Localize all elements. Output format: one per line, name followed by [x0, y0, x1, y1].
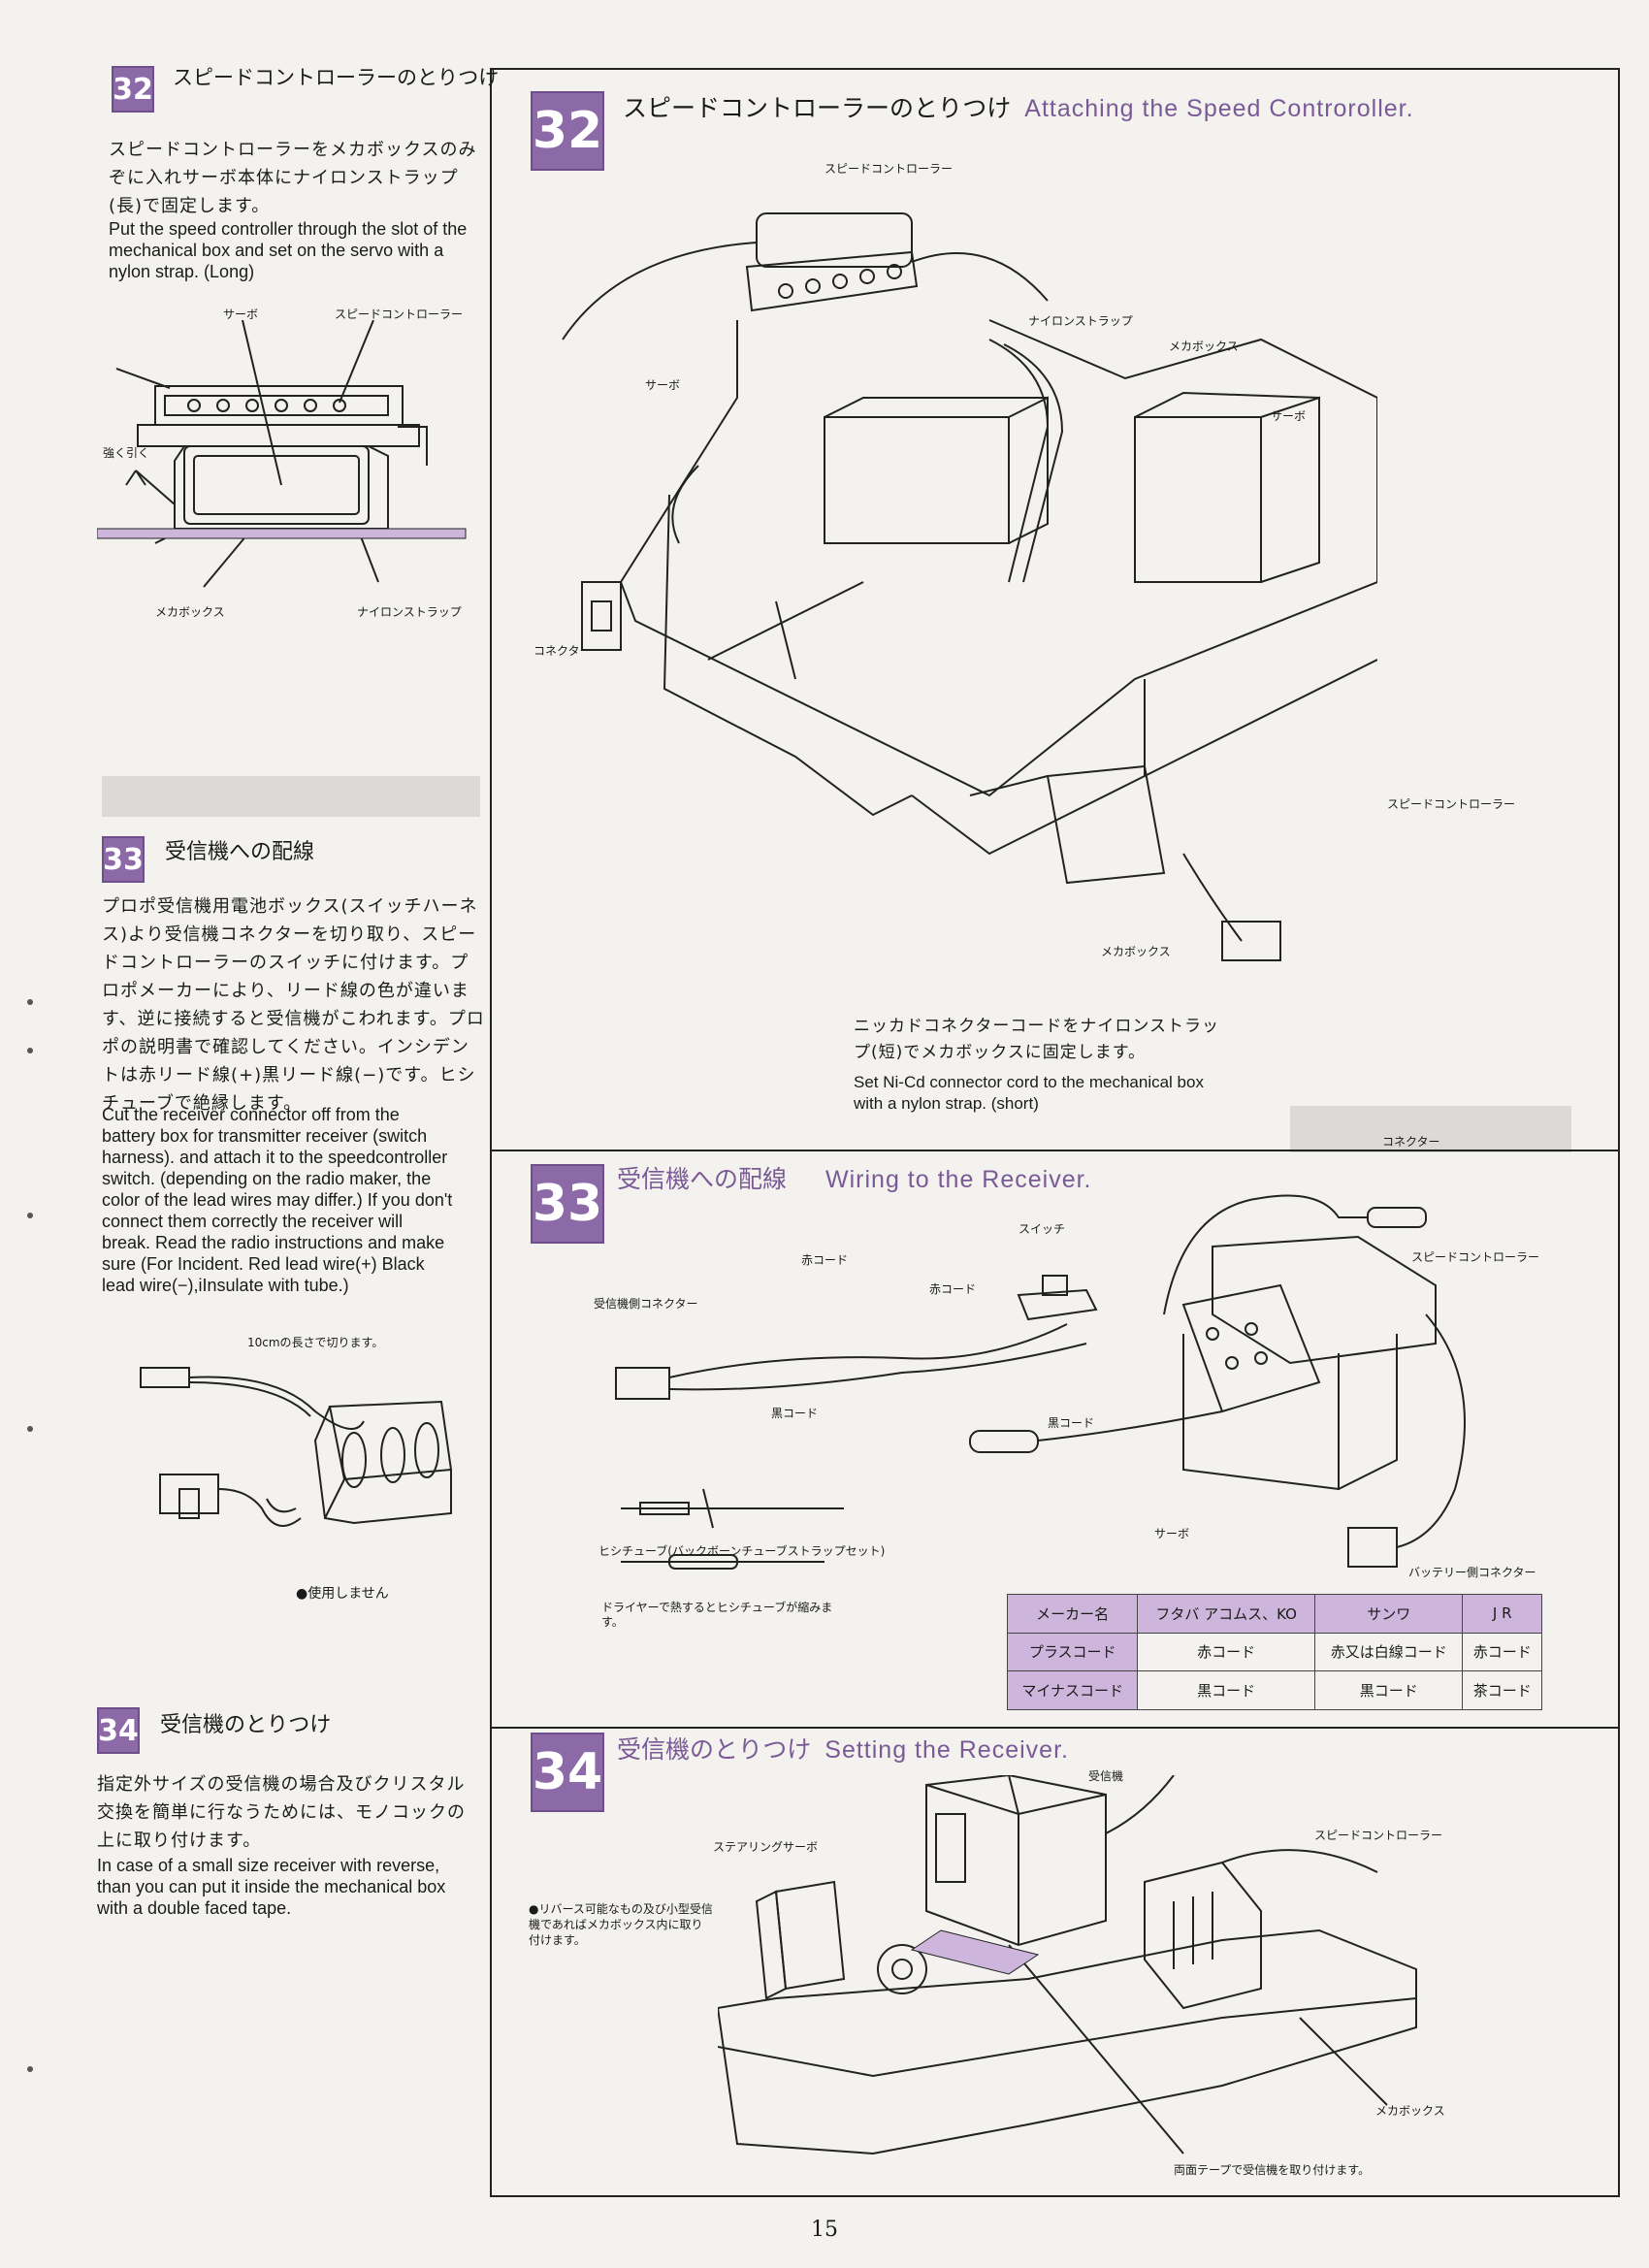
table-cell: 茶コード [1462, 1670, 1542, 1710]
table-header-cell: フタバ アコムス、KO [1137, 1594, 1315, 1634]
bleed-through [102, 776, 480, 817]
step-32-big-title-en: Attaching the Speed Controroller. [1024, 95, 1414, 122]
step-32-note-jp: ニッカドコネクターコードをナイロンストラップ(短)でメカボックスに固定します。 [854, 1017, 1219, 1062]
bleed-through [1290, 1106, 1571, 1152]
step-33-big-title-jp: 受信機への配線 [617, 1165, 788, 1193]
binding-hole [27, 999, 33, 1005]
table-cell: プラスコード [1006, 1632, 1139, 1672]
step-34-title: 受信機のとりつけ [160, 1713, 332, 1737]
table-cell: 黒コード [1313, 1670, 1464, 1710]
step-34-text-en: In case of a small size receiver with re… [97, 1856, 446, 1918]
label-switch: スイッチ [1018, 1222, 1066, 1236]
step-32-note-en: Set Ni-Cd connector cord to the mechanic… [854, 1073, 1204, 1113]
step-33-big-badge: 33 [531, 1164, 604, 1244]
table-cell: 赤コード [1137, 1632, 1315, 1672]
step-32-badge: 32 [112, 66, 154, 113]
binding-hole [27, 2066, 33, 2072]
label-mecha-box: メカボックス [155, 605, 225, 619]
label-red-cord-1: 赤コード [801, 1253, 849, 1267]
label-speed-controller-2: スピードコントローラー [1387, 797, 1516, 811]
table-cell: 黒コード [1137, 1670, 1315, 1710]
table-header-row: メーカー名 フタバ アコムス、KO サンワ J R [1006, 1594, 1542, 1634]
label-speed-controller: スピードコントローラー [1314, 1829, 1443, 1842]
binding-hole [27, 1048, 33, 1053]
step-33-big-title: 受信機への配線 Wiring to the Receiver. [617, 1160, 1092, 1195]
label-connector: コネクター [534, 644, 592, 658]
label-servo-right: サーボ [1271, 409, 1307, 423]
table-row: プラスコード 赤コード 赤又は白線コード 赤コード [1006, 1632, 1542, 1672]
maker-cord-table: メーカー名 フタバ アコムス、KO サンワ J R プラスコード 赤コード 赤又… [1006, 1594, 1542, 1710]
table-cell: マイナスコード [1006, 1670, 1139, 1710]
step-33-badge: 33 [102, 836, 145, 883]
step-32-big-title: スピードコントローラーのとりつけ Attaching the Speed Cont… [623, 89, 1414, 124]
label-reverse-note: ●リバース可能なもの及び小型受信機であればメカボックス内に取り付けます。 [529, 1902, 713, 1947]
section-divider [492, 1727, 1619, 1729]
receiver-mount-illustration [718, 1775, 1474, 2163]
label-not-used: ●使用しません [296, 1586, 389, 1602]
label-red-cord-2: 赤コード [929, 1282, 977, 1296]
step-34-big-title-jp: 受信機のとりつけ [617, 1735, 812, 1764]
step-33-big-title-en: Wiring to the Receiver. [825, 1166, 1092, 1193]
label-mecha-box: メカボックス [1375, 2104, 1445, 2118]
label-black-cord-2: 黒コード [1048, 1416, 1095, 1430]
section-divider [492, 1150, 1619, 1151]
table-header-cell: メーカー名 [1006, 1594, 1139, 1634]
label-battery-connector: バッテリー側コネクター [1408, 1566, 1536, 1579]
label-speed-controller: スピードコントローラー [335, 308, 464, 321]
label-mecha-box-2: メカボックス [1101, 945, 1171, 958]
label-nylon-strap: ナイロンストラップ [357, 605, 462, 619]
page-number: 15 [811, 2218, 838, 2242]
label-cut-10cm: 10cmの長さで切ります。 [247, 1336, 384, 1349]
table-cell: 赤又は白線コード [1313, 1632, 1464, 1672]
label-speed-controller: スピードコントローラー [824, 162, 954, 176]
label-steering-servo: ステアリングサーボ [713, 1840, 819, 1854]
step-33-text-jp: プロポ受信機用電池ボックス(スイッチハーネス)より受信機コネクターを切り取り、ス… [102, 896, 485, 1114]
speed-controller-strap-illustration [97, 320, 485, 611]
step-34-text-jp: 指定外サイズの受信機の場合及びクリスタル交換を簡単に行なうためには、モノコックの… [97, 1774, 466, 1851]
instruction-frame [490, 68, 1620, 2197]
label-speed-controller: スピードコントローラー [1411, 1250, 1540, 1264]
label-double-tape: 両面テープで受信機を取り付けます。 [1174, 2163, 1371, 2177]
step-32-big-badge: 32 [531, 91, 604, 171]
mecha-box-illustration [504, 175, 1377, 970]
table-cell: 赤コード [1462, 1632, 1542, 1672]
step-32-title: スピードコントローラーのとりつけ [173, 66, 500, 89]
step-33-text-en: Cut the receiver connector off from the … [102, 1105, 453, 1295]
binding-hole [27, 1426, 33, 1432]
label-mecha-box: メカボックス [1169, 340, 1239, 353]
step-34-badge: 34 [97, 1707, 140, 1754]
receiver-wiring-illustration [582, 1188, 1552, 1596]
battery-box-illustration [131, 1353, 470, 1576]
label-servo: サーボ [223, 308, 259, 321]
step-34-big-title: 受信機のとりつけ Setting the Receiver. [617, 1731, 1069, 1766]
step-33-title: 受信機への配線 [165, 840, 315, 864]
label-black-cord-1: 黒コード [771, 1407, 819, 1420]
step-34-big-title-en: Setting the Receiver. [824, 1736, 1069, 1764]
table-header-cell: J R [1462, 1594, 1542, 1634]
label-heat-tube: ヒシチューブ(バックボーンチューブストラップセット) [598, 1544, 886, 1558]
binding-hole [27, 1213, 33, 1218]
step-32-text-en: Put the speed controller through the slo… [109, 219, 468, 281]
table-header-cell: サンワ [1313, 1594, 1464, 1634]
label-servo-left: サーボ [645, 378, 681, 392]
label-pull: 強く引く [103, 446, 150, 460]
label-dryer-note: ドライヤーで熱するとヒシチューブが縮みます。 [601, 1601, 833, 1629]
label-nylon-strap: ナイロンストラップ [1028, 314, 1133, 328]
table-row: マイナスコード 黒コード 黒コード 茶コード [1006, 1670, 1542, 1710]
step-32-big-title-jp: スピードコントローラーのとりつけ [623, 94, 1012, 122]
label-servo: サーボ [1154, 1527, 1190, 1540]
step-32-text-jp: スピードコントローラーをメカボックスのみぞに入れサーボ本体にナイロンストラップ(… [109, 140, 477, 216]
step-34-big-badge: 34 [531, 1733, 604, 1812]
label-receiver-connector: 受信機側コネクター [594, 1297, 698, 1311]
label-connector-2: コネクター [1382, 1135, 1440, 1149]
label-receiver: 受信機 [1088, 1769, 1124, 1783]
